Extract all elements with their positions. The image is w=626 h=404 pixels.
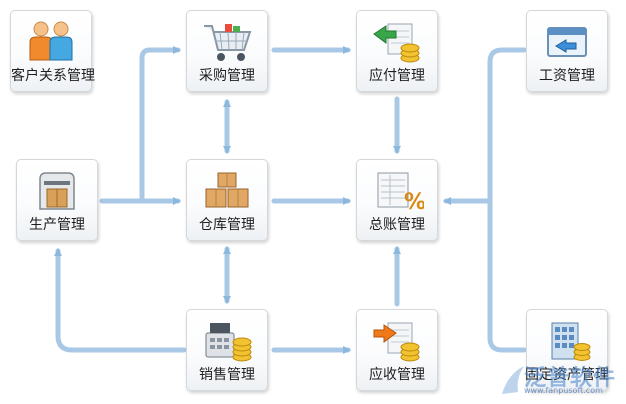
node-label: 采购管理 — [199, 68, 255, 84]
watermark-logo-icon — [502, 366, 524, 394]
connector-salary — [487, 47, 527, 204]
watermark-url: www.fanpusoft.com — [524, 386, 603, 395]
cash-register-icon — [205, 323, 252, 362]
arrow-production-to-purchase — [139, 46, 181, 204]
node-label: 工资管理 — [539, 68, 595, 84]
node-label: 生产管理 — [29, 217, 85, 233]
node-fixed-assets[interactable]: 固定资产管理 — [525, 309, 609, 391]
building-icon — [551, 322, 591, 361]
boxes-icon — [205, 172, 249, 208]
salary-card-icon — [547, 27, 587, 57]
shopping-cart-icon — [204, 24, 252, 61]
node-salary[interactable]: 工资管理 — [526, 10, 608, 92]
node-general-ledger[interactable]: % 总账管理 — [356, 159, 438, 241]
node-production[interactable]: 生产管理 — [16, 159, 98, 241]
people-icon — [29, 21, 73, 61]
node-purchase[interactable]: 采购管理 — [186, 10, 268, 92]
node-label: 应付管理 — [369, 68, 425, 84]
connector-fixed-assets — [487, 198, 527, 353]
node-label: 固定资产管理 — [525, 367, 609, 383]
node-accounts-payable[interactable]: 应付管理 — [356, 10, 438, 92]
node-label: 客户关系管理 — [11, 68, 95, 84]
node-customer-relationship[interactable]: 客户关系管理 — [10, 10, 95, 92]
node-label: 应收管理 — [369, 367, 425, 383]
node-warehouse[interactable]: 仓库管理 — [186, 159, 268, 241]
node-label: 仓库管理 — [199, 217, 255, 233]
node-accounts-receivable[interactable]: 应收管理 — [356, 309, 438, 391]
arrow-sales-to-production — [54, 248, 187, 353]
printer-icon — [39, 172, 75, 210]
node-label: 销售管理 — [199, 367, 255, 383]
node-sales[interactable]: 销售管理 — [186, 309, 268, 391]
payment-coins-icon — [373, 23, 420, 63]
watermark-text: 泛普软件 — [524, 366, 617, 391]
receipt-coins-icon — [373, 322, 420, 362]
percent-ledger-icon: % — [377, 172, 424, 213]
svg-text:%: % — [404, 190, 424, 213]
node-label: 总账管理 — [369, 217, 425, 233]
